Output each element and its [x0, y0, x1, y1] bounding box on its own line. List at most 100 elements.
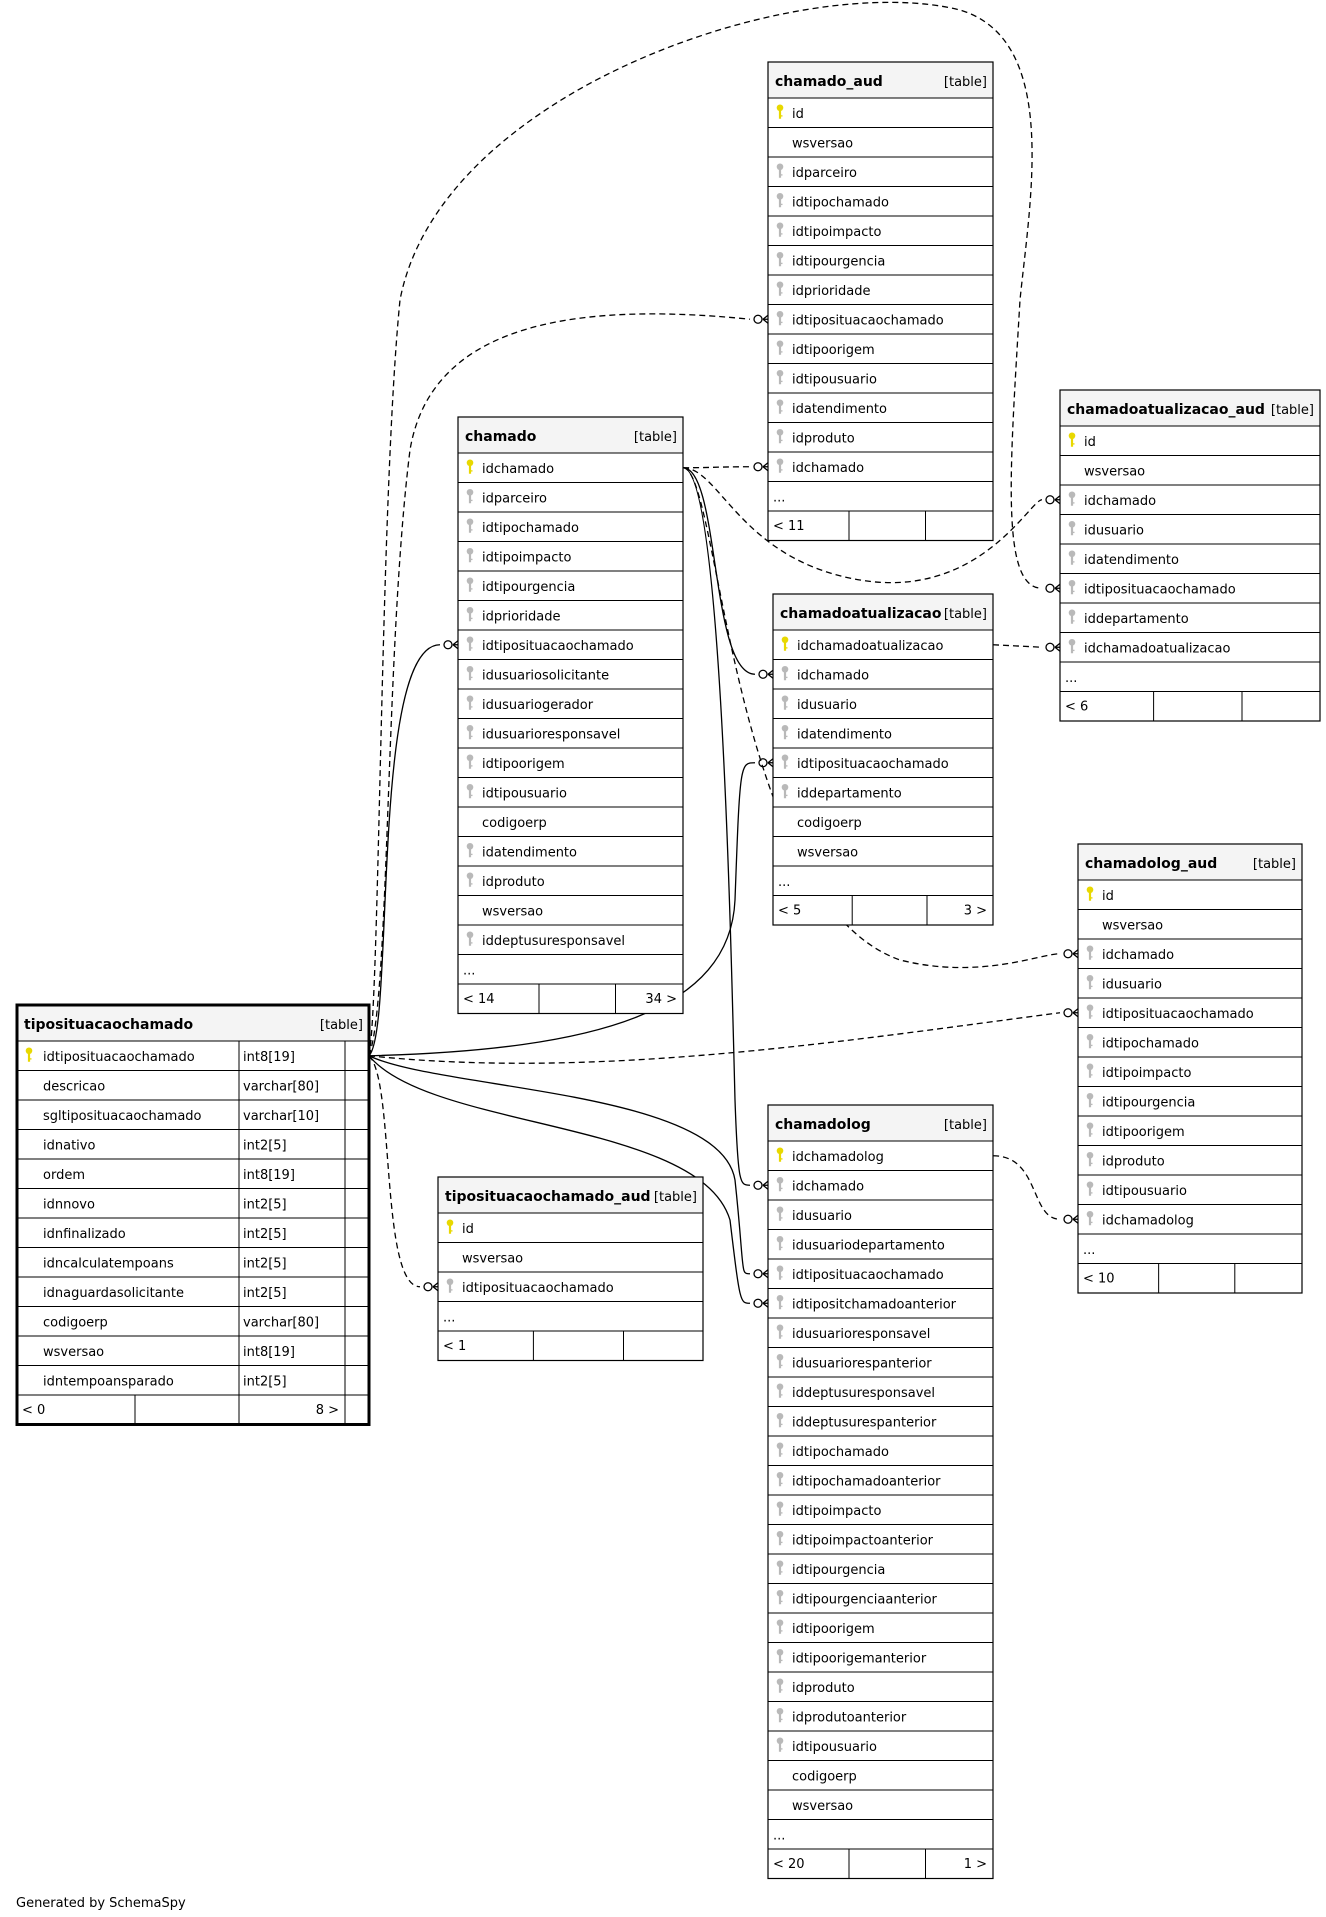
column-row[interactable]: idtipourgencia [768, 1553, 993, 1578]
column-row[interactable]: idprodutoanterior [768, 1701, 993, 1726]
column-row[interactable]: idtipochamado [768, 186, 993, 211]
column-row[interactable]: ... [438, 1301, 703, 1326]
column-row[interactable]: wsversao [768, 1789, 993, 1814]
column-row[interactable]: idtipoorigem [768, 1612, 993, 1637]
column-row[interactable]: idtiposituacaochamado [773, 747, 993, 772]
column-row[interactable]: codigoerp [773, 806, 993, 831]
column-row[interactable]: idchamado [466, 459, 554, 477]
column-row[interactable]: idchamado [768, 1170, 993, 1195]
column-row[interactable]: idtipochamadoanterior [768, 1465, 993, 1490]
column-row[interactable]: idproduto [768, 422, 993, 447]
column-row[interactable]: idchamadoatualizacao [1060, 632, 1320, 657]
column-row[interactable]: idchamado [768, 451, 993, 476]
column-row[interactable]: idchamadolog [776, 1147, 884, 1165]
column-row[interactable]: idchamadolog [1078, 1204, 1302, 1229]
column-row[interactable]: idtiposituacaochamado [1078, 997, 1302, 1022]
column-row[interactable]: idtipoorigem [1078, 1115, 1302, 1140]
column-row[interactable]: iddeptusuresponsavel [458, 924, 683, 949]
table-chamadoatualizacao_aud[interactable]: chamadoatualizacao_aud[table]idwsversaoi… [1059, 389, 1321, 722]
column-row[interactable]: idusuarioresponsavel [458, 718, 683, 743]
column-row[interactable]: idusuario [1060, 514, 1320, 539]
column-row[interactable]: wsversao [1060, 455, 1320, 480]
column-row[interactable]: id [1086, 886, 1114, 904]
table-chamadolog[interactable]: chamadolog[table]idchamadologidchamadoid… [767, 1104, 994, 1880]
column-row[interactable]: idchamado [1078, 938, 1302, 963]
column-row[interactable]: idtipochamado [768, 1435, 993, 1460]
column-row[interactable]: id [776, 104, 804, 122]
column-row[interactable]: idtipourgenciaanterior [768, 1583, 993, 1608]
column-row[interactable]: iddepartamento [1060, 602, 1320, 627]
column-row[interactable]: wsversao [438, 1242, 703, 1267]
column-row[interactable]: idtipoimpacto [768, 1494, 993, 1519]
column-row[interactable]: idusuariodepartamento [768, 1229, 993, 1254]
column-row[interactable]: idtipoorigem [768, 333, 993, 358]
column-row[interactable]: idtipoimpacto [1078, 1056, 1302, 1081]
column-row[interactable]: idusuario [1078, 968, 1302, 993]
column-row[interactable]: idtipourgencia [458, 570, 683, 595]
table-tiposituacaochamado[interactable]: tiposituacaochamado[table]idtiposituacao… [15, 1003, 371, 1426]
column-row[interactable]: idatendimento [458, 836, 683, 861]
column-row[interactable]: idusuariosolicitante [458, 659, 683, 684]
column-row[interactable]: idtiposituacaochamado [1060, 573, 1320, 598]
column-row[interactable]: idproduto [768, 1671, 993, 1696]
column-row[interactable]: idparceiro [768, 156, 993, 181]
column-row[interactable]: idparceiro [458, 482, 683, 507]
column-row[interactable]: idusuario [768, 1199, 993, 1224]
column-row[interactable]: idtipoorigemanterior [768, 1642, 993, 1667]
column-row[interactable]: ... [773, 865, 993, 890]
column-row[interactable]: idtipoimpacto [768, 215, 993, 240]
column-row[interactable]: ... [1078, 1233, 1302, 1258]
column-row[interactable]: idtipoorigem [458, 747, 683, 772]
column-row[interactable]: wsversao [458, 895, 683, 920]
column-row[interactable]: idtipochamado [1078, 1027, 1302, 1052]
table-chamadoatualizacao[interactable]: chamadoatualizacao[table]idchamadoatuali… [772, 593, 994, 926]
column-row[interactable]: idtipoimpactoanterior [768, 1524, 993, 1549]
column-row[interactable]: idtipourgencia [1078, 1086, 1302, 1111]
column-row[interactable]: ... [768, 481, 993, 506]
column-row[interactable]: idtiposituacaochamado [768, 304, 993, 329]
column-row[interactable]: idatendimento [1060, 543, 1320, 568]
table-tiposituacaochamado_aud[interactable]: tiposituacaochamado_aud[table]idwsversao… [437, 1176, 704, 1362]
column-row[interactable]: idtipousuario [768, 363, 993, 388]
column-row[interactable]: ... [768, 1819, 993, 1844]
table-chamadolog_aud[interactable]: chamadolog_aud[table]idwsversaoidchamado… [1077, 843, 1303, 1294]
column-row[interactable]: idchamado [1060, 484, 1320, 509]
column-row[interactable]: idtiposituacaochamado [768, 1258, 993, 1283]
column-row[interactable]: id [446, 1219, 474, 1237]
column-row[interactable]: idtipochamado [458, 511, 683, 536]
column-row[interactable]: idprioridade [458, 600, 683, 625]
column-row[interactable]: idusuariorespanterior [768, 1347, 993, 1372]
column-row[interactable]: id [1068, 432, 1096, 450]
column-row[interactable]: idusuario [773, 688, 993, 713]
column-row[interactable]: idproduto [458, 865, 683, 890]
column-row[interactable]: idtipositchamadoanterior [768, 1288, 993, 1313]
column-row[interactable]: idproduto [1078, 1145, 1302, 1170]
column-row[interactable]: idtipousuario [768, 1730, 993, 1755]
column-row[interactable]: ... [1060, 661, 1320, 686]
column-row[interactable]: idatendimento [773, 718, 993, 743]
column-row[interactable]: iddepartamento [773, 777, 993, 802]
column-row[interactable]: idatendimento [768, 392, 993, 417]
column-row[interactable]: idtiposituacaochamado [458, 629, 683, 654]
column-row[interactable]: idtipousuario [1078, 1174, 1302, 1199]
table-chamado[interactable]: chamado[table]idchamadoidparceiroidtipoc… [457, 416, 684, 1015]
column-row[interactable]: idprioridade [768, 274, 993, 299]
column-row[interactable]: iddeptusuresponsavel [768, 1376, 993, 1401]
column-row[interactable]: idusuariogerador [458, 688, 683, 713]
column-row[interactable]: iddeptusurespanterior [768, 1406, 993, 1431]
table-chamado_aud[interactable]: chamado_aud[table]idwsversaoidparceiroid… [767, 61, 994, 542]
column-row[interactable]: idtipoimpacto [458, 541, 683, 566]
column-row[interactable]: wsversao [768, 127, 993, 152]
column-row[interactable]: codigoerp [768, 1760, 993, 1785]
